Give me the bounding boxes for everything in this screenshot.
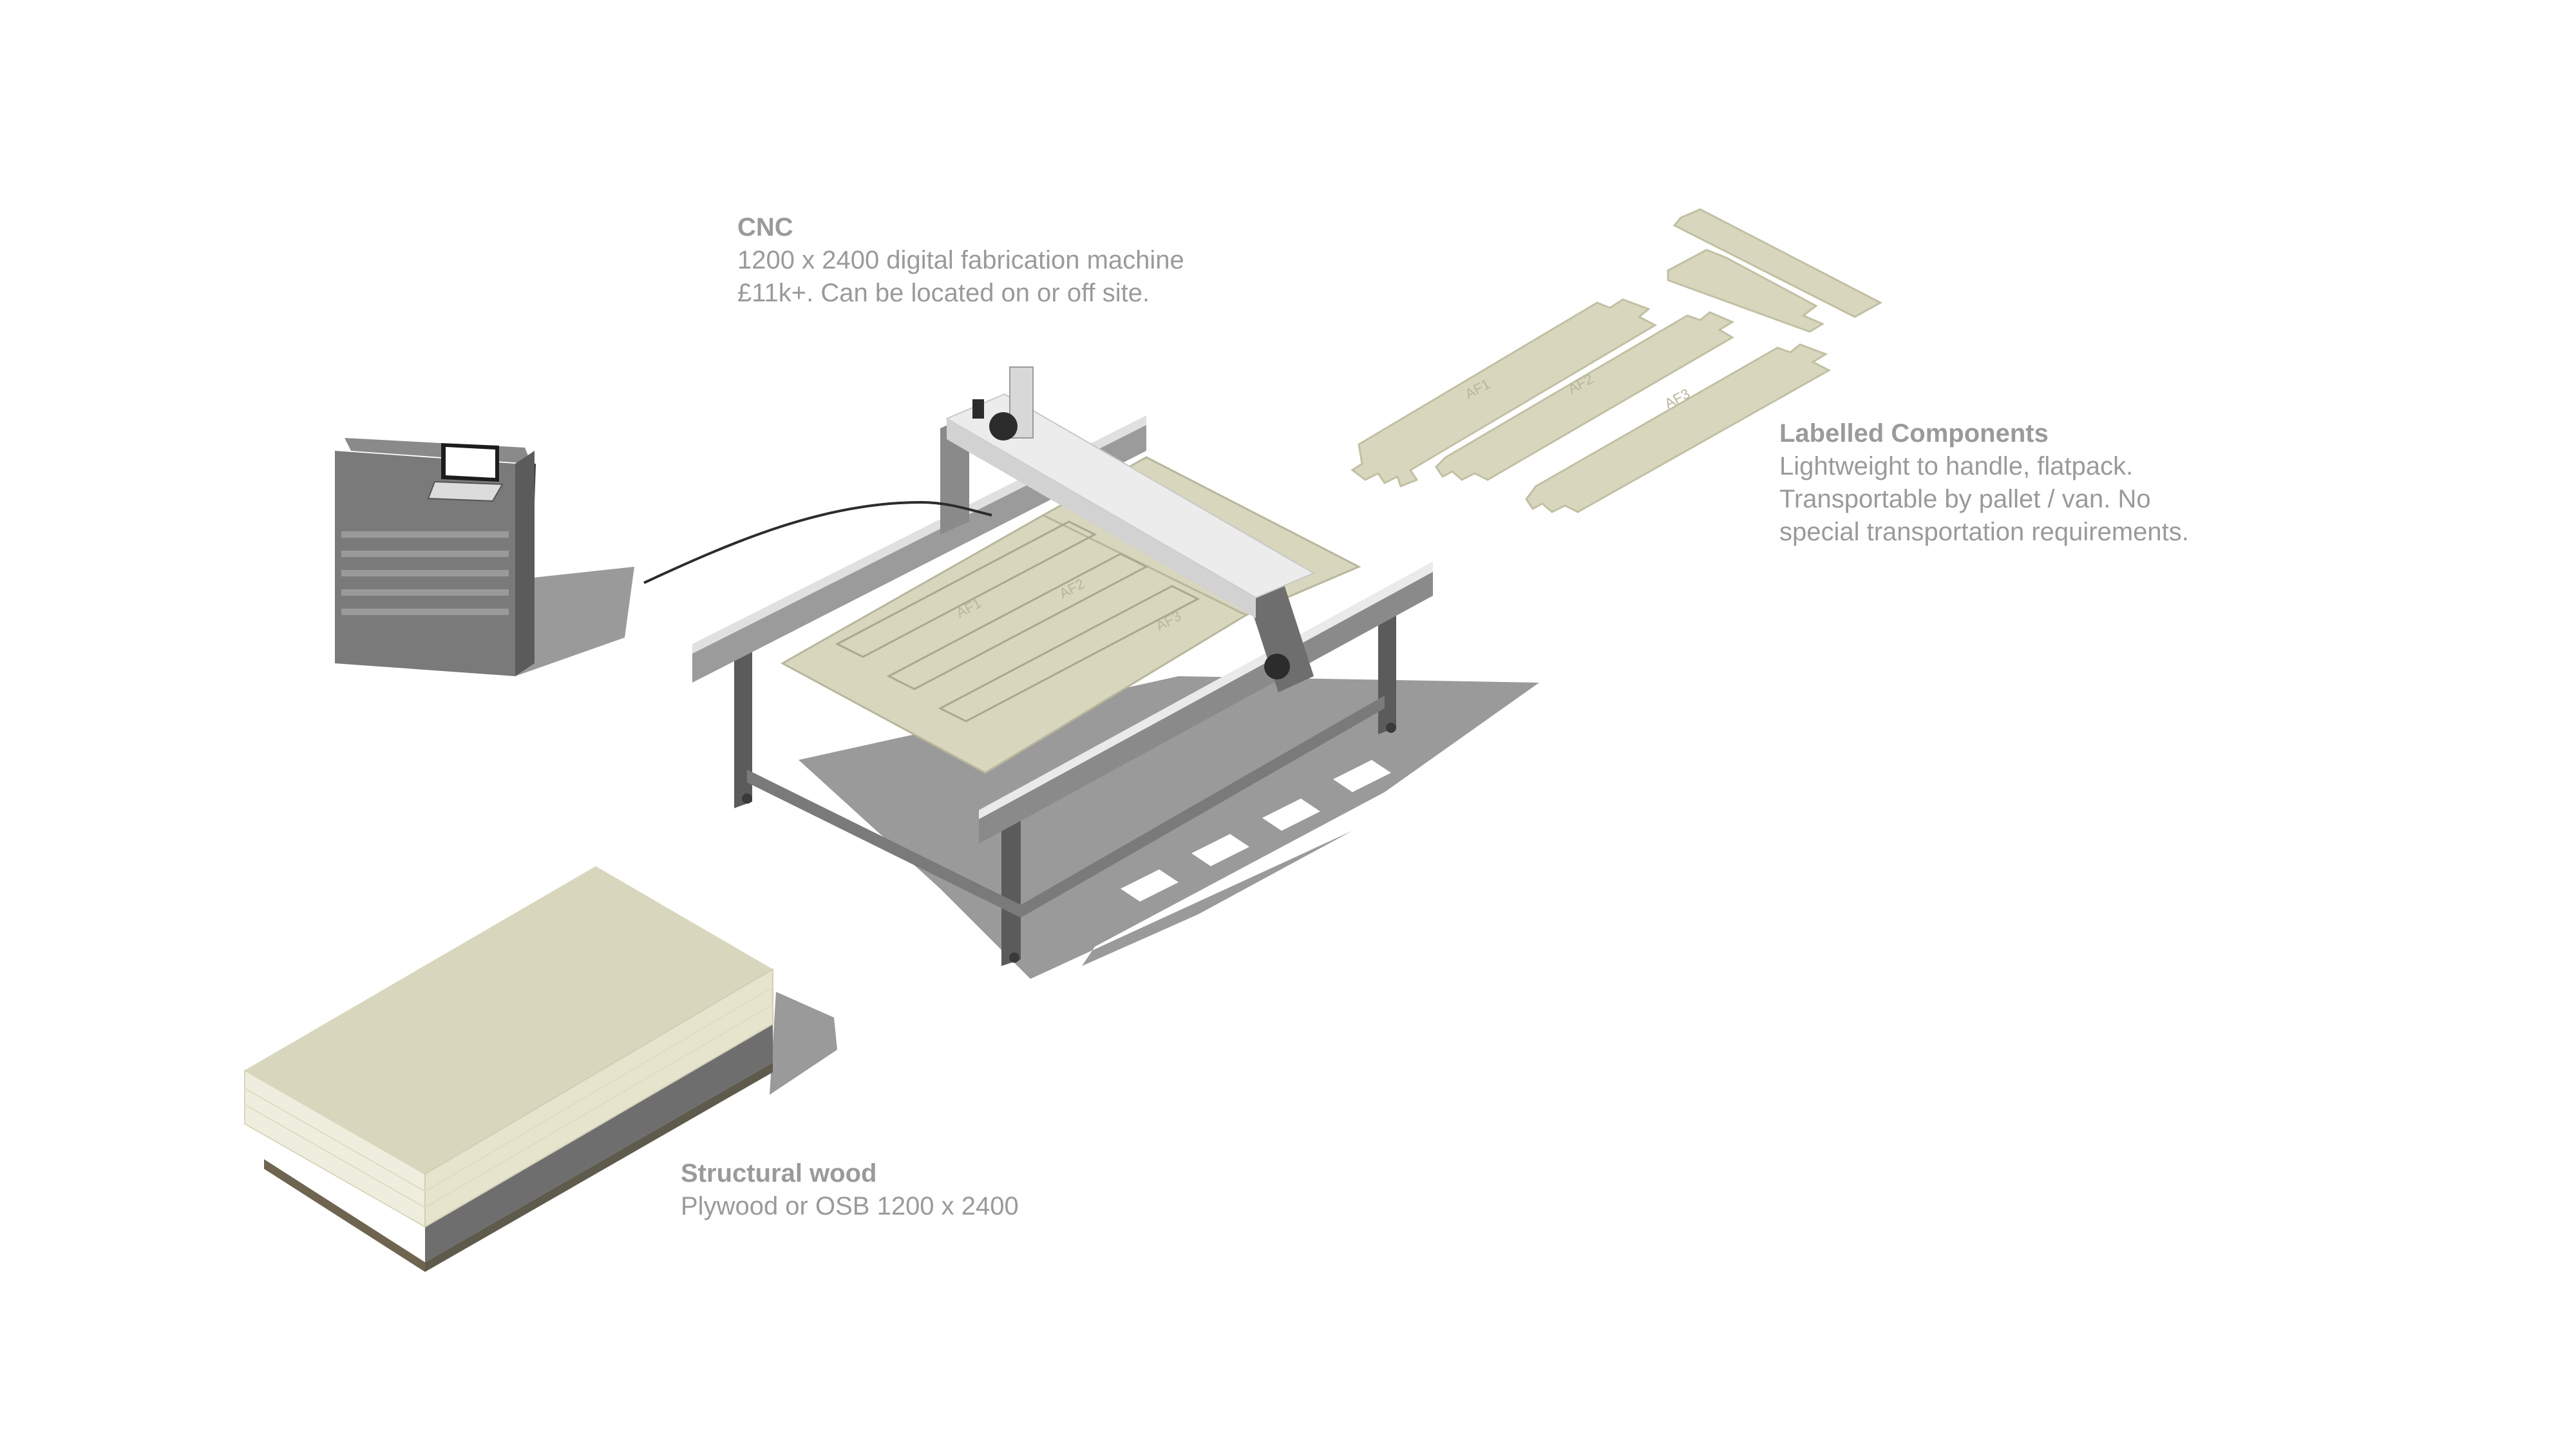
cnc-caption-line: 1200 x 2400 digital fabrication machine — [737, 244, 1184, 277]
cnc-motor — [989, 412, 1018, 440]
wood-shadow — [770, 992, 837, 1095]
cabinet-side — [515, 451, 535, 676]
cnc-leg — [734, 650, 752, 808]
cnc-leg — [1378, 612, 1396, 734]
wood-caption-title: Structural wood — [681, 1157, 1019, 1190]
cnc-spindle-clamp — [972, 399, 984, 419]
components-caption: Labelled Components Lightweight to handl… — [1779, 417, 2189, 549]
components-caption-title: Labelled Components — [1779, 417, 2189, 450]
cnc-motor — [1264, 654, 1290, 679]
cnc-caption-line: £11k+. Can be located on or off site. — [737, 277, 1184, 310]
components-caption-line: special transportation requirements. — [1779, 516, 2189, 549]
cnc-caption-title: CNC — [737, 211, 1184, 244]
computer-cabinet — [335, 438, 634, 676]
components-caption-line: Lightweight to handle, flatpack. — [1779, 450, 2189, 483]
wood-caption-line: Plywood or OSB 1200 x 2400 — [681, 1190, 1019, 1223]
components-caption-line: Transportable by pallet / van. No — [1779, 483, 2189, 516]
cnc-caption: CNC 1200 x 2400 digital fabrication mach… — [737, 211, 1184, 310]
wood-caption: Structural wood Plywood or OSB 1200 x 24… — [681, 1157, 1019, 1223]
cnc-leg — [1001, 810, 1021, 966]
